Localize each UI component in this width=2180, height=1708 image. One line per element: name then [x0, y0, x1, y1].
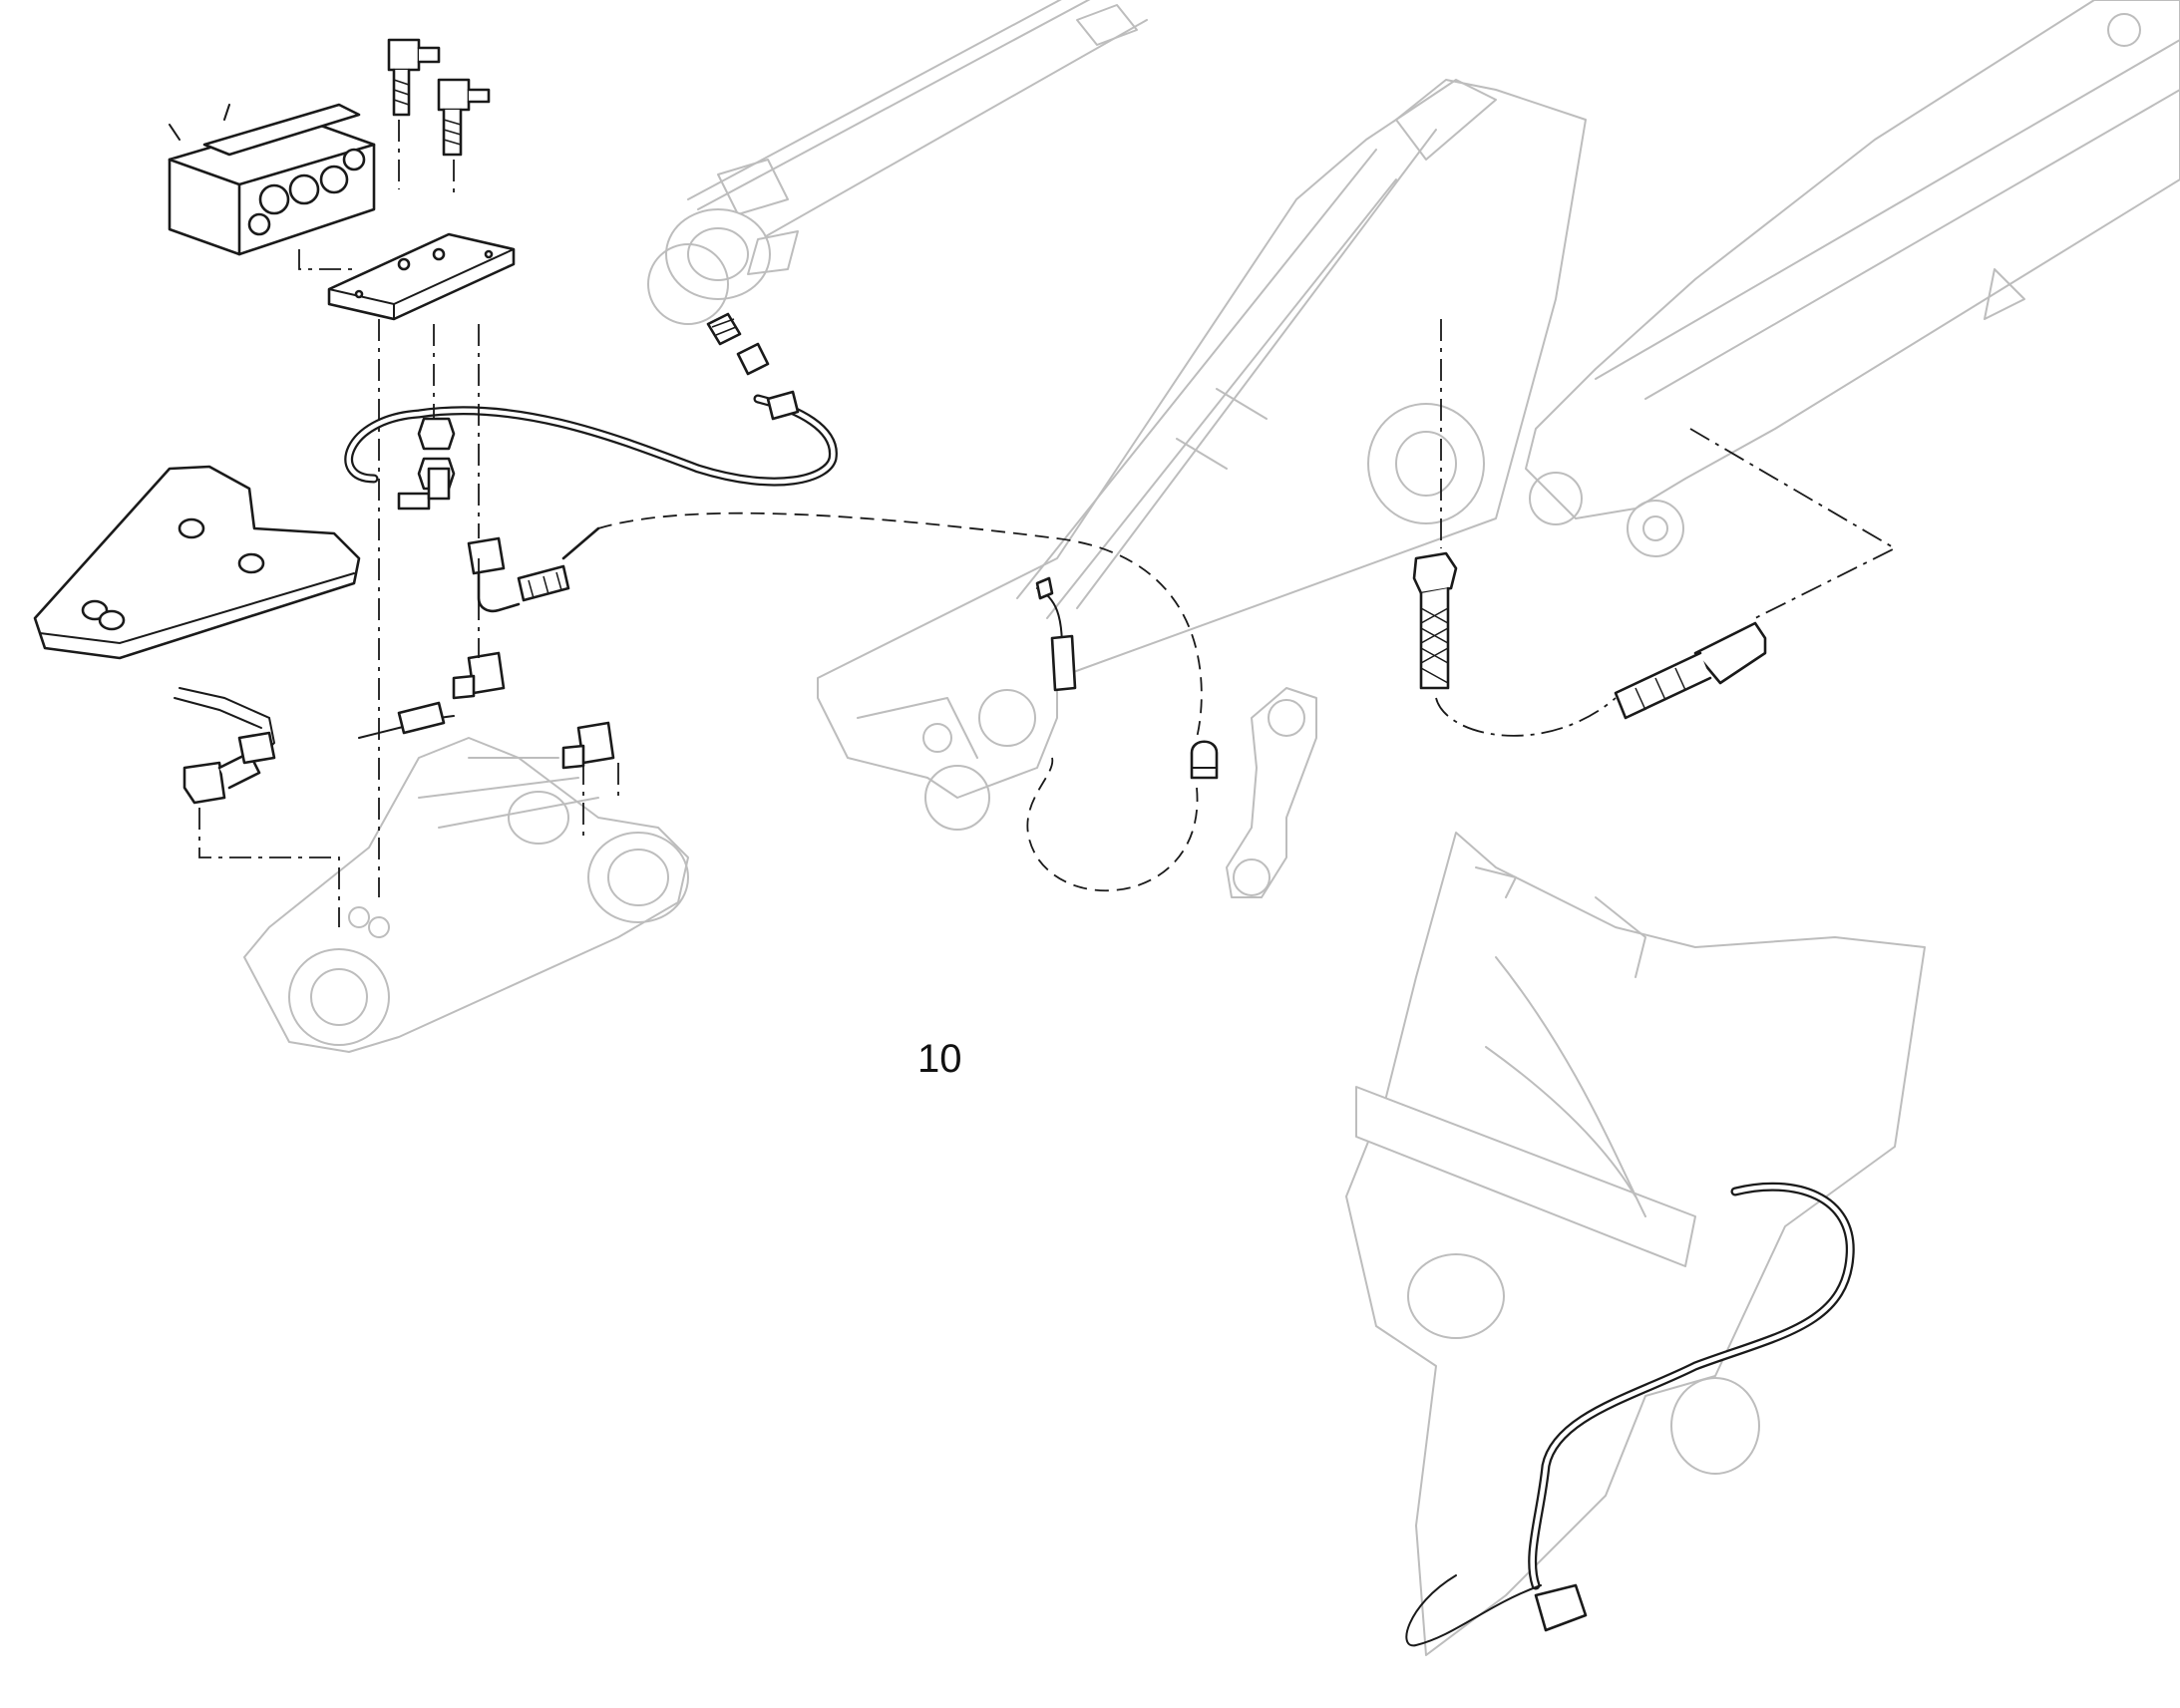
angle-fittings-left: [174, 687, 276, 805]
hose-clamp: [1190, 740, 1219, 780]
hydraulic-hose-loop: [344, 394, 838, 487]
valve-block: [168, 103, 376, 256]
bolt-lower: [1614, 621, 1767, 720]
lower-hose-harness: [1405, 1182, 1855, 1647]
swivel-elbow-tube: [467, 526, 600, 613]
bolt-upper: [1412, 551, 1458, 690]
ghost-link-bar: [1226, 687, 1317, 898]
hose-end-fittings: [706, 312, 800, 421]
ghost-loader-frame: [1345, 832, 1926, 1656]
nut-stack: [397, 417, 456, 511]
elbow-fitting-pair: [387, 38, 491, 157]
ghost-right-boom: [1525, 0, 2180, 557]
mounting-plate: [327, 232, 516, 321]
sensor-lead: [1035, 576, 1077, 692]
ghost-hydraulic-cylinder: [647, 0, 1148, 325]
leader-lines: [198, 120, 1897, 927]
ghost-center-boom: [817, 79, 1587, 831]
ghost-cross-beam: [243, 737, 689, 1053]
figure-callout-number: 10: [917, 1037, 962, 1081]
center-fittings: [358, 651, 615, 770]
guard-plate: [33, 465, 361, 660]
